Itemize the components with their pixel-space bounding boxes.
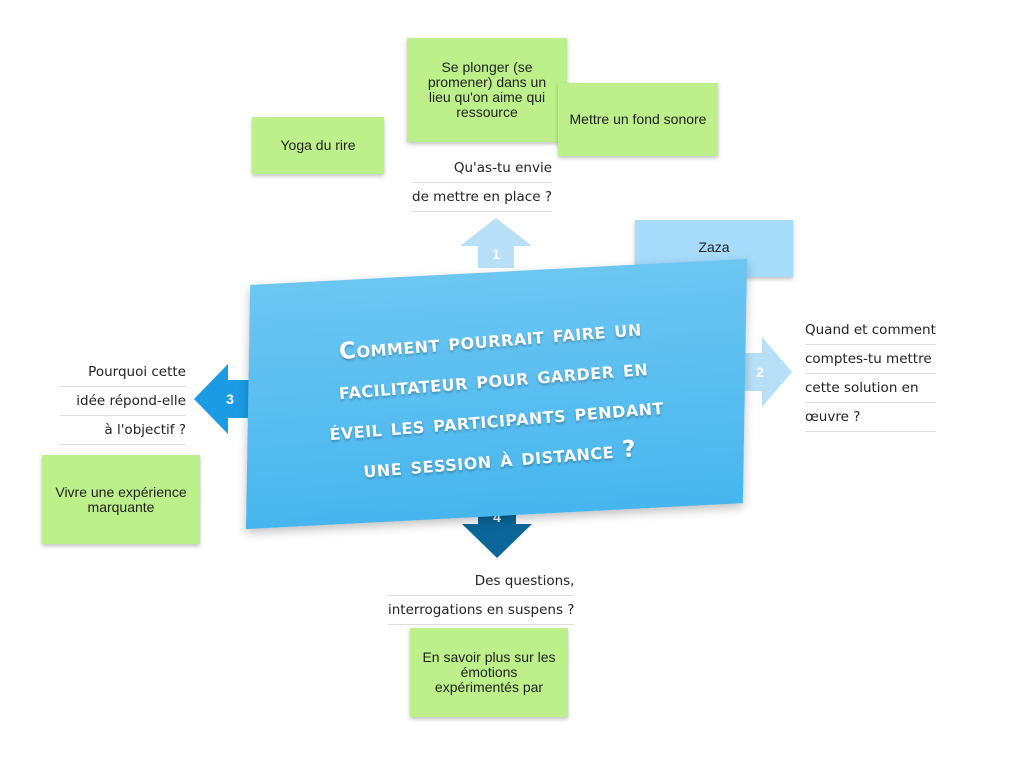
arrow-left-shape [194, 364, 254, 434]
sticky-note-text: Zaza [698, 239, 730, 255]
prompt-line: œuvre ? [805, 403, 936, 432]
sticky-note-text: En savoir plus sur les émotions expérime… [422, 649, 556, 695]
prompt-line: Des questions, [388, 567, 575, 596]
arrow-up-icon: 1 [460, 218, 532, 268]
arrow-left-icon: 3 [194, 364, 254, 434]
sticky-note-text: Mettre un fond sonore [569, 111, 707, 127]
prompt-line: Qu'as-tu envie [412, 154, 552, 183]
arrow-up-number: 1 [492, 246, 500, 262]
sticky-note-vivre[interactable]: Vivre une expérience marquante [42, 455, 200, 544]
arrow-down-number: 4 [493, 509, 501, 525]
central-question-text: Comment pourrait faire un facilitateur p… [328, 315, 665, 484]
sticky-note-text: Vivre une expérience marquante [55, 483, 187, 515]
arrow-right-number: 2 [756, 364, 764, 380]
prompt-line: cette solution en [805, 374, 936, 403]
sticky-note-text: Yoga du rire [280, 137, 356, 153]
prompt-line: idée répond-elle [60, 387, 186, 416]
sticky-note-plonger[interactable]: Se plonger (se promener) dans un lieu qu… [407, 38, 567, 142]
arrow-left-number: 3 [226, 391, 234, 407]
prompt-top: Qu'as-tu envie de mettre en place ? [412, 154, 552, 212]
prompt-line: Pourquoi cette [60, 358, 186, 387]
prompt-line: de mettre en place ? [412, 183, 552, 212]
prompt-line: Quand et comment [805, 316, 936, 345]
sticky-note-fond-sonore[interactable]: Mettre un fond sonore [558, 83, 718, 156]
prompt-line: à l'objectif ? [60, 416, 186, 445]
prompt-line: interrogations en suspens ? [388, 596, 575, 625]
prompt-left: Pourquoi cette idée répond-elle à l'obje… [60, 358, 186, 445]
sticky-note-text: Se plonger (se promener) dans un lieu qu… [427, 59, 547, 120]
arrow-right-shape [740, 337, 792, 407]
sticky-note-yoga[interactable]: Yoga du rire [252, 117, 384, 174]
arrow-right-icon: 2 [740, 337, 792, 407]
arrow-up-shape [460, 218, 532, 268]
prompt-line: comptes-tu mettre [805, 345, 936, 374]
prompt-right: Quand et comment comptes-tu mettre cette… [805, 316, 936, 432]
prompt-bottom: Des questions, interrogations en suspens… [388, 567, 575, 625]
sticky-note-savoir[interactable]: En savoir plus sur les émotions expérime… [410, 628, 568, 717]
